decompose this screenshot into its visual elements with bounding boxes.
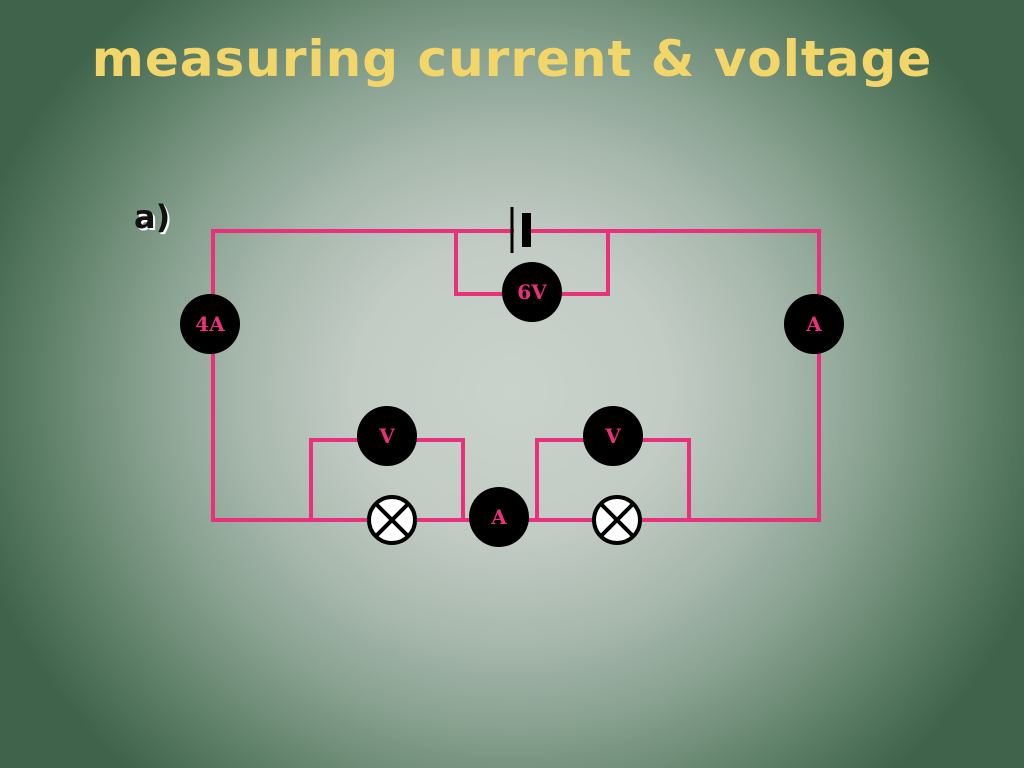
lamp1-voltmeter-reading: V — [378, 424, 395, 448]
battery-voltmeter: 6V — [502, 262, 562, 322]
lamp1-voltmeter: V — [357, 406, 417, 466]
lamp2-voltmeter: V — [583, 406, 643, 466]
right-ammeter: A — [784, 294, 844, 354]
left-ammeter: 4A — [180, 294, 240, 354]
left-ammeter-reading: 4A — [195, 312, 225, 336]
battery-cell-icon — [510, 207, 531, 253]
middle-ammeter-reading: A — [490, 505, 507, 529]
middle-ammeter: A — [469, 487, 529, 547]
right-ammeter-reading: A — [805, 312, 822, 336]
lamp2-voltmeter-reading: V — [604, 424, 621, 448]
lamp-icon — [367, 495, 417, 545]
lamp-icon — [592, 495, 642, 545]
battery-voltmeter-reading: 6V — [517, 280, 547, 304]
slide-title: measuring current & voltage — [91, 30, 933, 88]
part-label: a) — [134, 198, 171, 236]
battery-short-plate — [522, 213, 531, 247]
